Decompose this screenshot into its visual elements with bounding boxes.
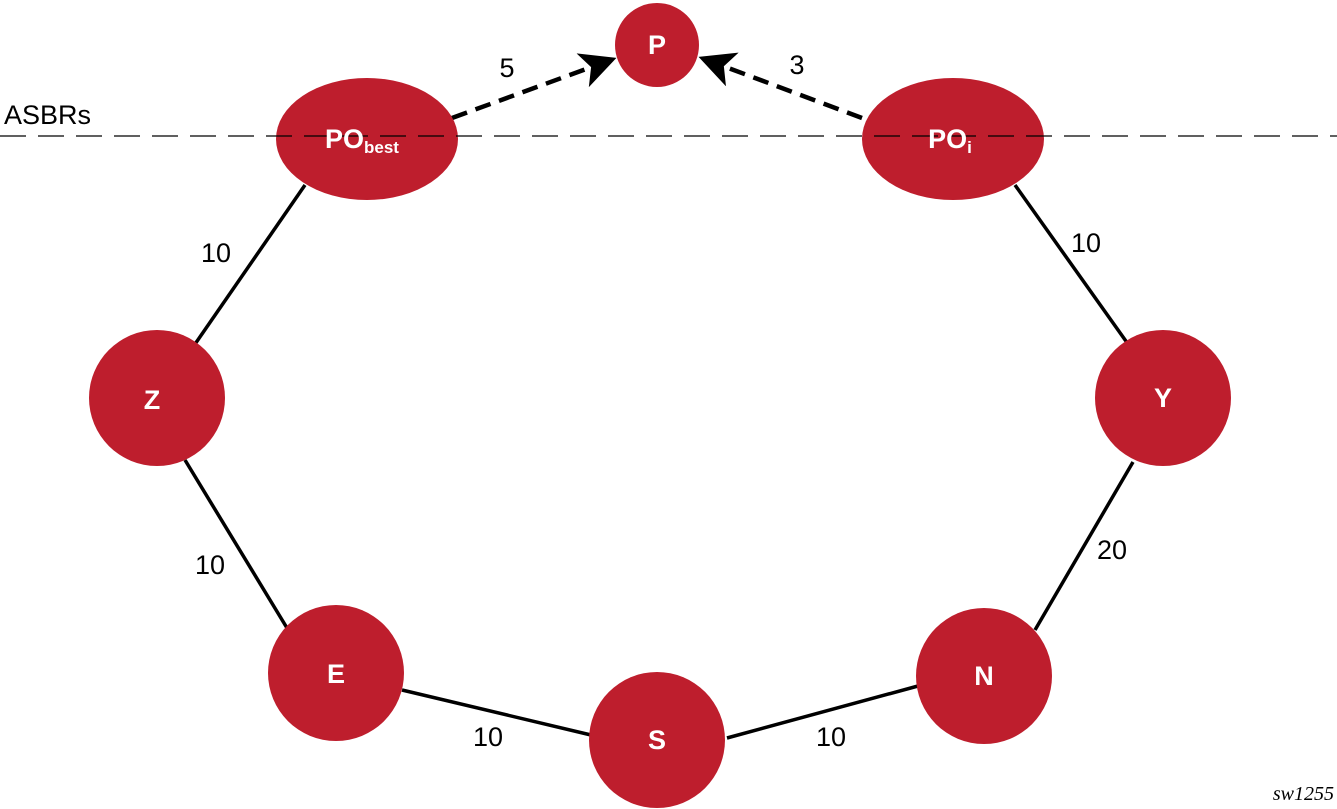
node-p xyxy=(615,3,699,87)
node-n xyxy=(916,608,1052,744)
node-e xyxy=(268,605,404,741)
cost-pobest-z: 10 xyxy=(201,238,231,268)
node-s-label: S xyxy=(648,725,666,755)
node-pobest-subscript: best xyxy=(364,138,399,157)
node-p-label: P xyxy=(648,30,666,60)
edge-s-n xyxy=(726,684,919,740)
cost-e-s: 10 xyxy=(473,722,503,752)
arrow-pobest-to-p xyxy=(451,53,617,121)
node-pobest-label: PObest xyxy=(325,124,399,157)
cost-poi-y: 10 xyxy=(1071,228,1101,258)
node-poi-subscript: i xyxy=(967,138,972,157)
node-z-label: Z xyxy=(144,385,161,415)
edge-pobest-z xyxy=(191,184,307,348)
cost-y-n: 20 xyxy=(1097,535,1127,565)
node-pobest-main: PO xyxy=(325,124,364,154)
node-z xyxy=(89,330,225,466)
node-e-label: E xyxy=(327,659,345,689)
edge-n-y xyxy=(1033,461,1135,631)
cost-poi-p: 3 xyxy=(789,50,804,80)
node-pobest xyxy=(276,78,458,200)
cost-s-n: 10 xyxy=(816,722,846,752)
edge-y-poi xyxy=(1013,183,1130,346)
node-y xyxy=(1095,330,1231,466)
node-poi-label: POi xyxy=(928,124,972,157)
node-y-label: Y xyxy=(1154,383,1172,413)
node-n-label: N xyxy=(974,661,994,691)
cost-pobest-p: 5 xyxy=(499,53,514,83)
node-s xyxy=(589,672,725,808)
node-poi-main: PO xyxy=(928,124,967,154)
figure-id: sw1255 xyxy=(1273,783,1334,805)
arrow-poi-to-p xyxy=(698,52,863,121)
node-poi xyxy=(862,78,1044,200)
cost-z-e: 10 xyxy=(195,550,225,580)
edge-e-s xyxy=(401,688,592,737)
edge-z-e xyxy=(183,459,289,629)
asbr-label: ASBRs xyxy=(4,100,91,130)
